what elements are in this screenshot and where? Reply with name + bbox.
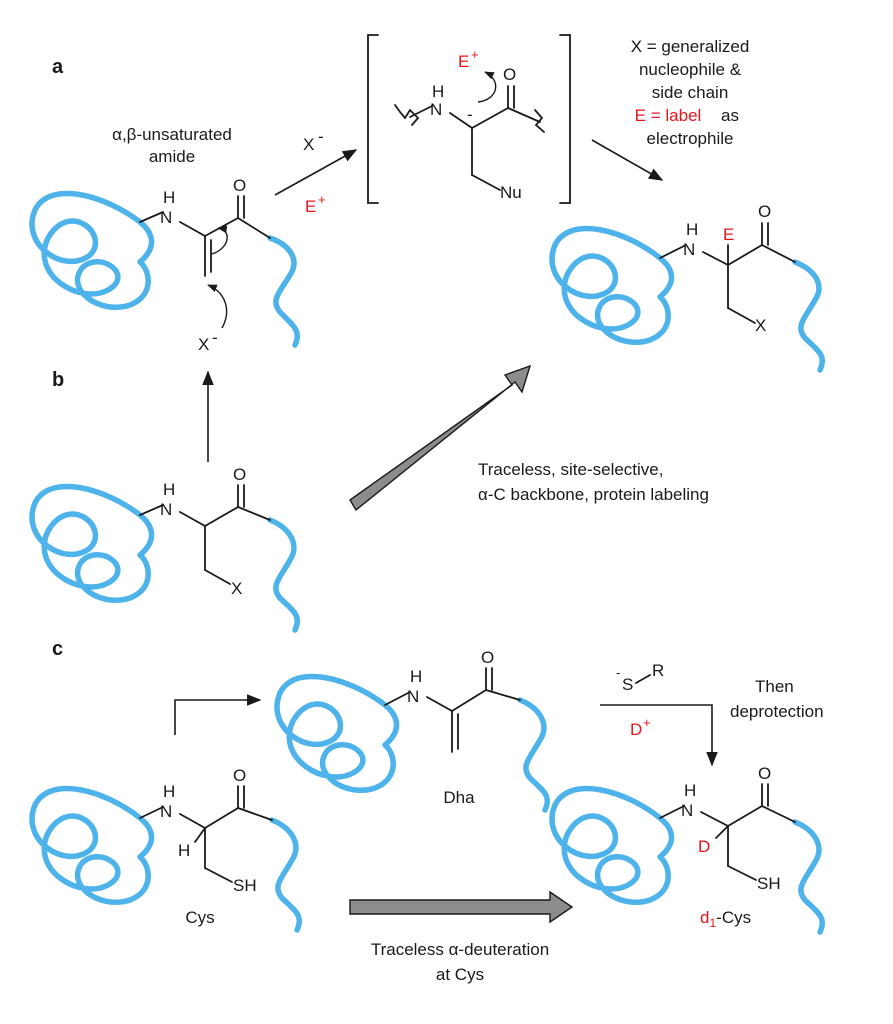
atom-h-d1cys: H — [684, 781, 696, 800]
atom-n-dha: N — [407, 687, 419, 706]
caption-b-line1: Traceless, site-selective, — [478, 460, 663, 479]
unsaturated-amide-structure: N H O — [139, 176, 271, 329]
info-line4-tail: as — [721, 106, 739, 125]
reaction-arrow-a1 — [274, 149, 358, 196]
precursor-structure-b: N H O X — [139, 465, 271, 598]
atom-x-b: X — [231, 579, 242, 598]
nucleophile-charge-a: - — [212, 328, 218, 347]
atom-o-prod: O — [758, 202, 771, 221]
atom-h-cys: H — [163, 782, 175, 801]
info-line2: nucleophile & — [639, 60, 742, 79]
atom-o-b: O — [233, 465, 246, 484]
info-line3: side chain — [652, 83, 729, 102]
atom-o-a: O — [233, 176, 246, 195]
atom-n-a: N — [160, 208, 172, 227]
reagent-e: E — [305, 197, 316, 216]
atom-e-prod: E — [723, 225, 734, 244]
protein-a-right — [549, 225, 826, 373]
deuterium-source: D — [630, 720, 642, 739]
atom-o-cys: O — [233, 766, 246, 785]
cys-structure: N H O H SH — [139, 766, 273, 895]
atom-sh-d1cys: SH — [757, 874, 781, 893]
then-line2: deprotection — [730, 702, 824, 721]
atom-h-prod: H — [686, 220, 698, 239]
labeled-product-structure: N H E O X — [659, 202, 796, 335]
d1cys-structure: N H O D SH — [659, 764, 796, 893]
atom-sh-cys: SH — [233, 876, 257, 895]
atom-n-prod: N — [683, 240, 695, 259]
reaction-arrow-a2 — [591, 139, 664, 181]
protein-a-left — [29, 190, 301, 348]
atom-o-int: O — [503, 65, 516, 84]
dha-label: Dha — [443, 788, 475, 807]
caption-c-line1: Traceless α-deuteration — [371, 940, 549, 959]
unsaturated-label-line1: α,β-unsaturated — [112, 125, 232, 144]
atom-h-a: H — [163, 188, 175, 207]
d1cys-prefix: d — [700, 908, 709, 927]
arrow-c-to-dha — [174, 694, 262, 735]
protein-c-dha — [274, 673, 551, 813]
unsaturated-label-line2: amide — [149, 147, 195, 166]
atom-h-dha: H — [410, 667, 422, 686]
caption-b-line2: α-C backbone, protein labeling — [478, 485, 709, 504]
atom-n-int: N — [430, 100, 442, 119]
protein-c-cys — [29, 785, 303, 933]
intermediate-e: E — [458, 52, 469, 71]
info-line1: X = generalized — [631, 37, 750, 56]
deuterium-charge: + — [643, 715, 651, 730]
info-line5: electrophile — [647, 129, 734, 148]
panel-label-b: b — [52, 369, 64, 391]
arrow-c-to-d1cys — [600, 704, 718, 767]
panel-label-a: a — [52, 56, 64, 78]
atom-o-d1cys: O — [758, 764, 771, 783]
atom-h-int: H — [432, 82, 444, 101]
reagent-x: X — [303, 135, 314, 154]
thiolate-r: R — [652, 661, 664, 680]
atom-n-d1cys: N — [681, 801, 693, 820]
big-arrow-b — [349, 364, 532, 512]
caption-c-line2: at Cys — [436, 965, 484, 984]
atom-d-d1cys: D — [698, 837, 710, 856]
cys-label: Cys — [185, 908, 214, 927]
d1cys-suffix: -Cys — [716, 908, 751, 927]
panel-label-c: c — [52, 638, 63, 660]
thiolate-charge: - — [616, 665, 620, 680]
big-arrow-c — [349, 890, 574, 924]
reagent-e-charge: + — [318, 192, 326, 207]
intermediate-e-charge: + — [471, 47, 479, 62]
d1cys-label: d1-Cys — [700, 908, 751, 930]
atom-n-b: N — [160, 500, 172, 519]
d1cys-subscript: 1 — [709, 916, 716, 930]
atom-o-dha: O — [481, 648, 494, 667]
atom-h-b: H — [163, 480, 175, 499]
intermediate-bracket: N H - O Nu E + — [367, 34, 571, 204]
atom-nu: Nu — [500, 183, 522, 202]
atom-n-cys: N — [160, 802, 172, 821]
atom-x-prod: X — [755, 316, 766, 335]
protein-b — [29, 483, 301, 633]
carbanion-charge: - — [467, 105, 473, 124]
atom-h-alpha-cys: H — [178, 841, 190, 860]
protein-c-d1cys — [549, 785, 826, 935]
reagent-x-charge: - — [318, 127, 324, 146]
thiolate-s: S — [622, 675, 633, 694]
info-line4-label: E = label — [635, 106, 702, 125]
dha-structure: N H O — [384, 648, 521, 753]
then-line1: Then — [755, 677, 794, 696]
nucleophile-x-a: X — [198, 335, 209, 354]
